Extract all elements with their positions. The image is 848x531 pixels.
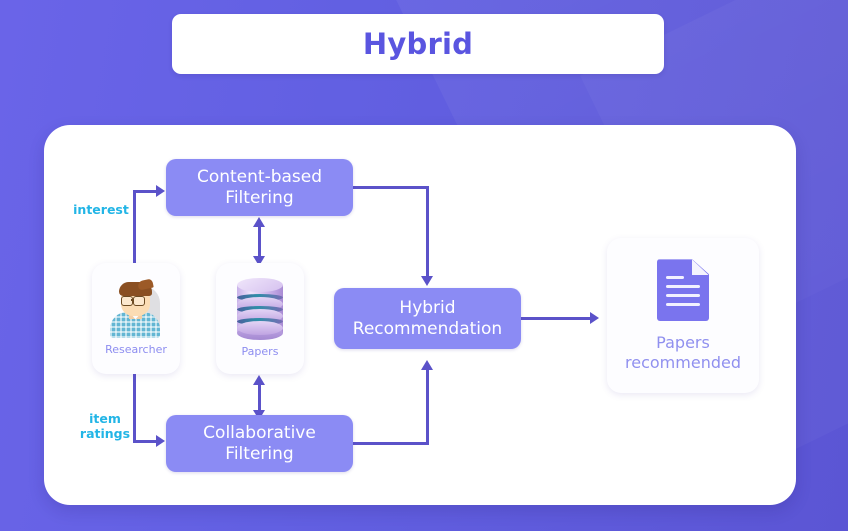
arrowhead-to-content-based [156,185,165,197]
arrowhead-papers-to-content-based [253,217,265,227]
page-title: Hybrid [362,27,474,61]
arrowhead-to-papers-recommended [590,312,599,324]
edge-label-item-ratings-line2: ratings [79,425,131,441]
process-box-collaborative-filtering[interactable]: Collaborative Filtering [166,415,353,472]
person-icon [108,278,164,339]
papers-recommended-line1: Papers [656,333,710,353]
entity-label-papers: Papers [241,345,279,359]
edge-label-interest-text: interest [73,202,129,217]
collaborative-label-line1: Collaborative [203,422,316,443]
connector-content-based-to-hybrid-horizontal [352,186,429,189]
connector-researcher-interest-horizontal [133,190,158,193]
papers-recommended-line2: recommended [625,352,741,372]
connector-researcher-ratings-vertical [133,372,136,442]
connector-collaborative-to-hybrid-horizontal [352,442,429,445]
arrowhead-into-hybrid-bottom [421,360,433,370]
edge-label-item-ratings: item ratings [70,411,140,442]
entity-card-papers-recommended[interactable]: Papers recommended [607,238,759,393]
edge-label-interest: interest [66,202,136,218]
document-icon [657,259,709,322]
connector-researcher-interest-vertical [133,190,136,266]
collaborative-label-line2: Filtering [225,443,294,464]
entity-card-papers[interactable]: Papers [216,263,304,374]
content-based-label-line1: Content-based [196,166,323,187]
hybrid-label-line1: Hybrid [399,297,456,318]
hybrid-label-line2: Recommendation [352,318,503,339]
title-card: Hybrid [172,14,664,74]
entity-card-researcher[interactable]: Researcher [92,263,180,374]
entity-label-papers-recommended: Papers recommended [625,333,741,371]
arrowhead-to-collaborative [156,435,165,447]
arrowhead-content-based-to-papers [253,256,265,266]
process-box-content-based-filtering[interactable]: Content-based Filtering [166,159,353,216]
connector-collaborative-to-hybrid-vertical [426,369,429,445]
arrowhead-into-hybrid-top [421,276,433,286]
edge-label-item-ratings-line1: item [89,411,121,426]
connector-papers-collaborative [258,382,261,414]
arrowhead-papers-to-collaborative [253,375,265,385]
process-box-hybrid-recommendation[interactable]: Hybrid Recommendation [334,288,521,349]
connector-papers-content-based [258,224,261,260]
database-icon [237,278,283,341]
content-based-label-line2: Filtering [225,187,294,208]
connector-content-based-to-hybrid-vertical [426,186,429,277]
entity-label-researcher: Researcher [105,343,167,357]
connector-hybrid-to-recommended [520,317,593,320]
connector-researcher-ratings-horizontal [133,440,158,443]
